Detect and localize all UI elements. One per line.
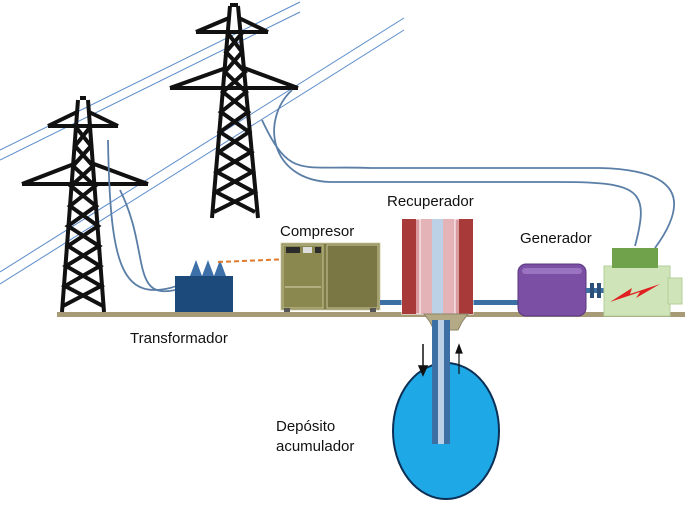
arrow-down-icon — [417, 344, 429, 377]
signal-dashed-line — [217, 258, 291, 263]
label-generador: Generador — [520, 230, 592, 247]
label-deposito-acumulador: Depósito acumulador — [276, 417, 354, 457]
arrow-up-icon — [455, 343, 463, 374]
transmission-tower-right — [169, 3, 299, 219]
label-deposito-line2: acumulador — [276, 438, 355, 455]
lightning-bolt-icon — [610, 284, 660, 302]
well-pipes — [432, 320, 450, 444]
shaft-coupling — [586, 283, 604, 298]
transformer — [175, 260, 233, 312]
label-recuperador: Recuperador — [387, 193, 474, 210]
ground-line — [57, 312, 685, 317]
transmission-tower-left — [21, 96, 149, 313]
label-transformador: Transformador — [130, 330, 228, 347]
generator — [517, 263, 587, 317]
compressor — [280, 242, 381, 312]
recuperator — [401, 218, 474, 315]
label-compresor: Compresor — [280, 223, 355, 240]
electric-machine — [603, 248, 683, 317]
label-deposito-line1: Depósito — [276, 418, 336, 435]
connection-cables — [107, 89, 676, 293]
